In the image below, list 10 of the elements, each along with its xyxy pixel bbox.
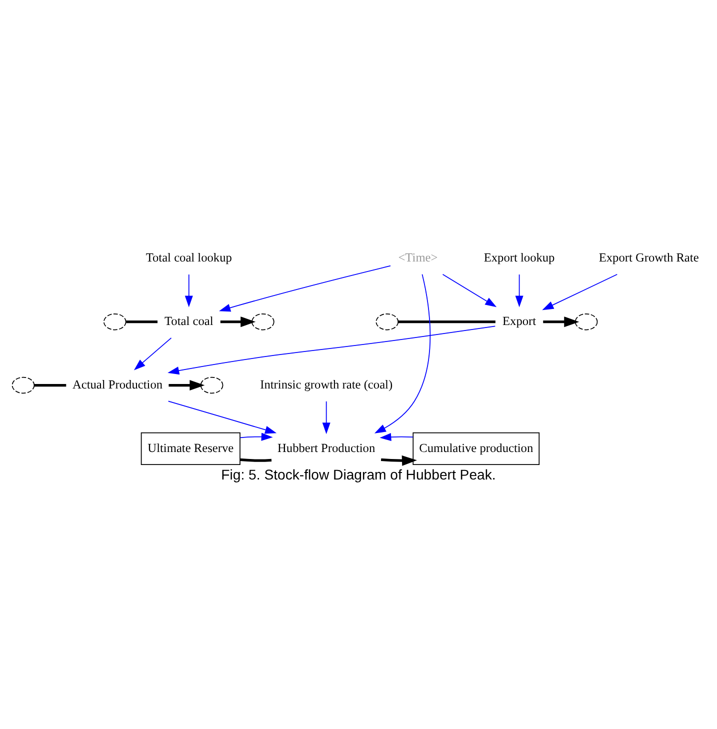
node-text: <Time> — [398, 250, 438, 264]
node-text: Actual Production — [72, 377, 163, 392]
node-text: Export — [502, 314, 536, 328]
node-text: Total coal — [164, 314, 214, 328]
node-text: Intrinsic growth rate (coal) — [260, 377, 393, 392]
node-text: Export Growth Rate — [598, 250, 699, 264]
node-text: Export lookup — [484, 250, 555, 264]
node-text: Total coal lookup — [146, 250, 232, 264]
node-text: Hubbert Production — [278, 440, 376, 454]
caption: Fig: 5. Stock-flow Diagram of Hubbert Peak. — [221, 466, 496, 482]
